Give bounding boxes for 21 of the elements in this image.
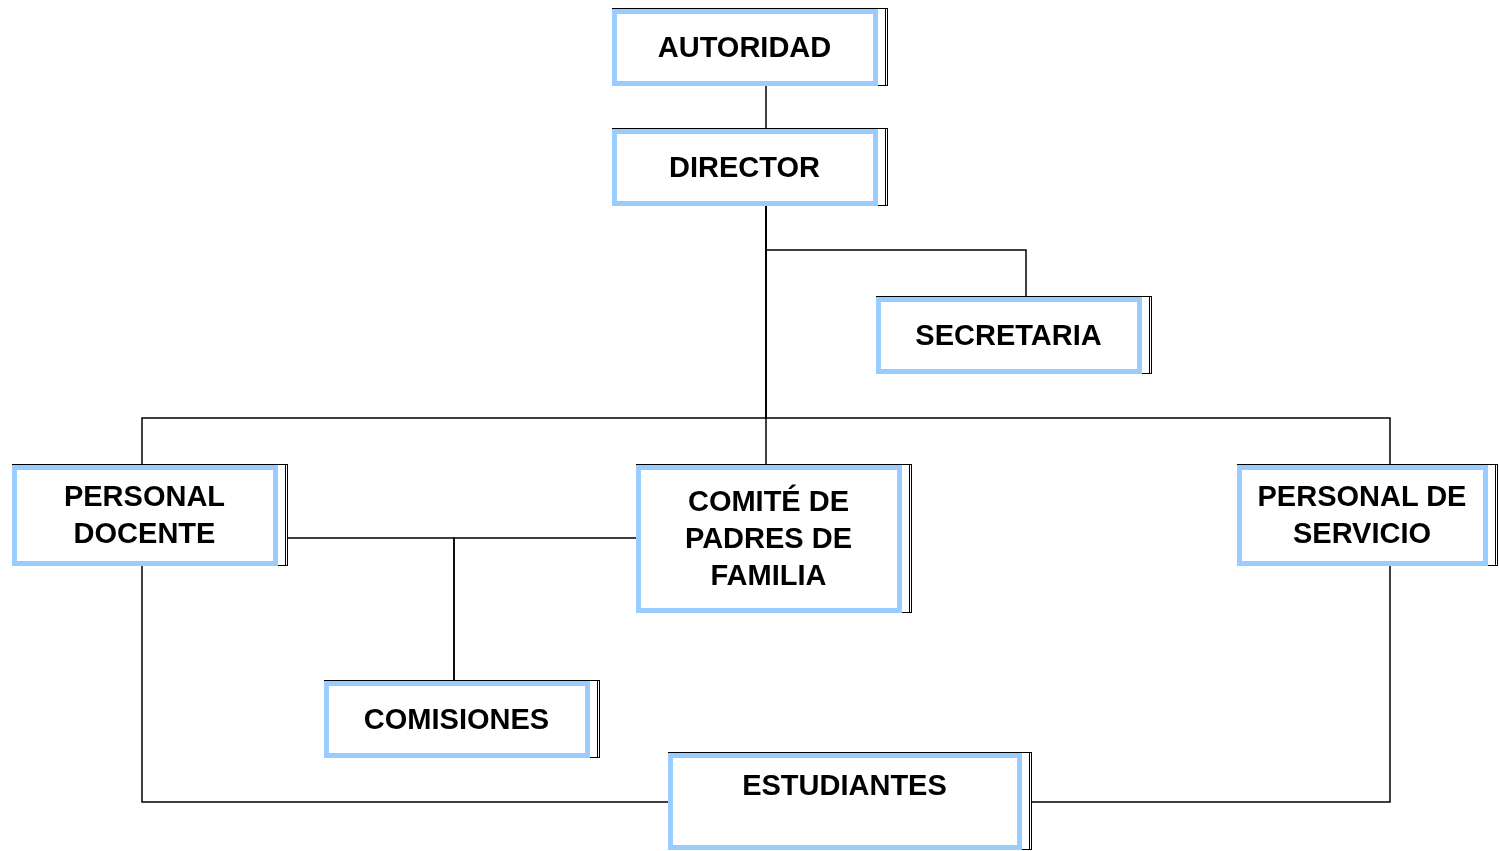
- connector-line: [1031, 565, 1391, 803]
- org-box: [12, 464, 288, 566]
- org-box: [668, 752, 1032, 850]
- box-label: ESTUDIANTES: [742, 768, 947, 803]
- connector-line: [453, 537, 637, 681]
- org-box: [612, 8, 888, 86]
- org-box: [636, 464, 912, 613]
- connector-line: [765, 85, 767, 129]
- box-label: COMITÉ DE PADRES DE FAMILIA: [683, 483, 854, 593]
- connector-line: [141, 565, 669, 803]
- box-label: COMISIONES: [363, 701, 550, 737]
- box-label: PERSONAL DE SERVICIO: [1256, 479, 1468, 551]
- box-label: PERSONAL DOCENTE: [62, 479, 227, 551]
- connector-line: [765, 205, 1391, 465]
- box-label: DIRECTOR: [669, 149, 820, 185]
- org-box: [876, 296, 1152, 374]
- box-label: AUTORIDAD: [657, 29, 832, 65]
- box-label: SECRETARIA: [915, 317, 1102, 353]
- org-box: [612, 128, 888, 206]
- org-box: [324, 680, 600, 758]
- org-box: [1237, 464, 1498, 566]
